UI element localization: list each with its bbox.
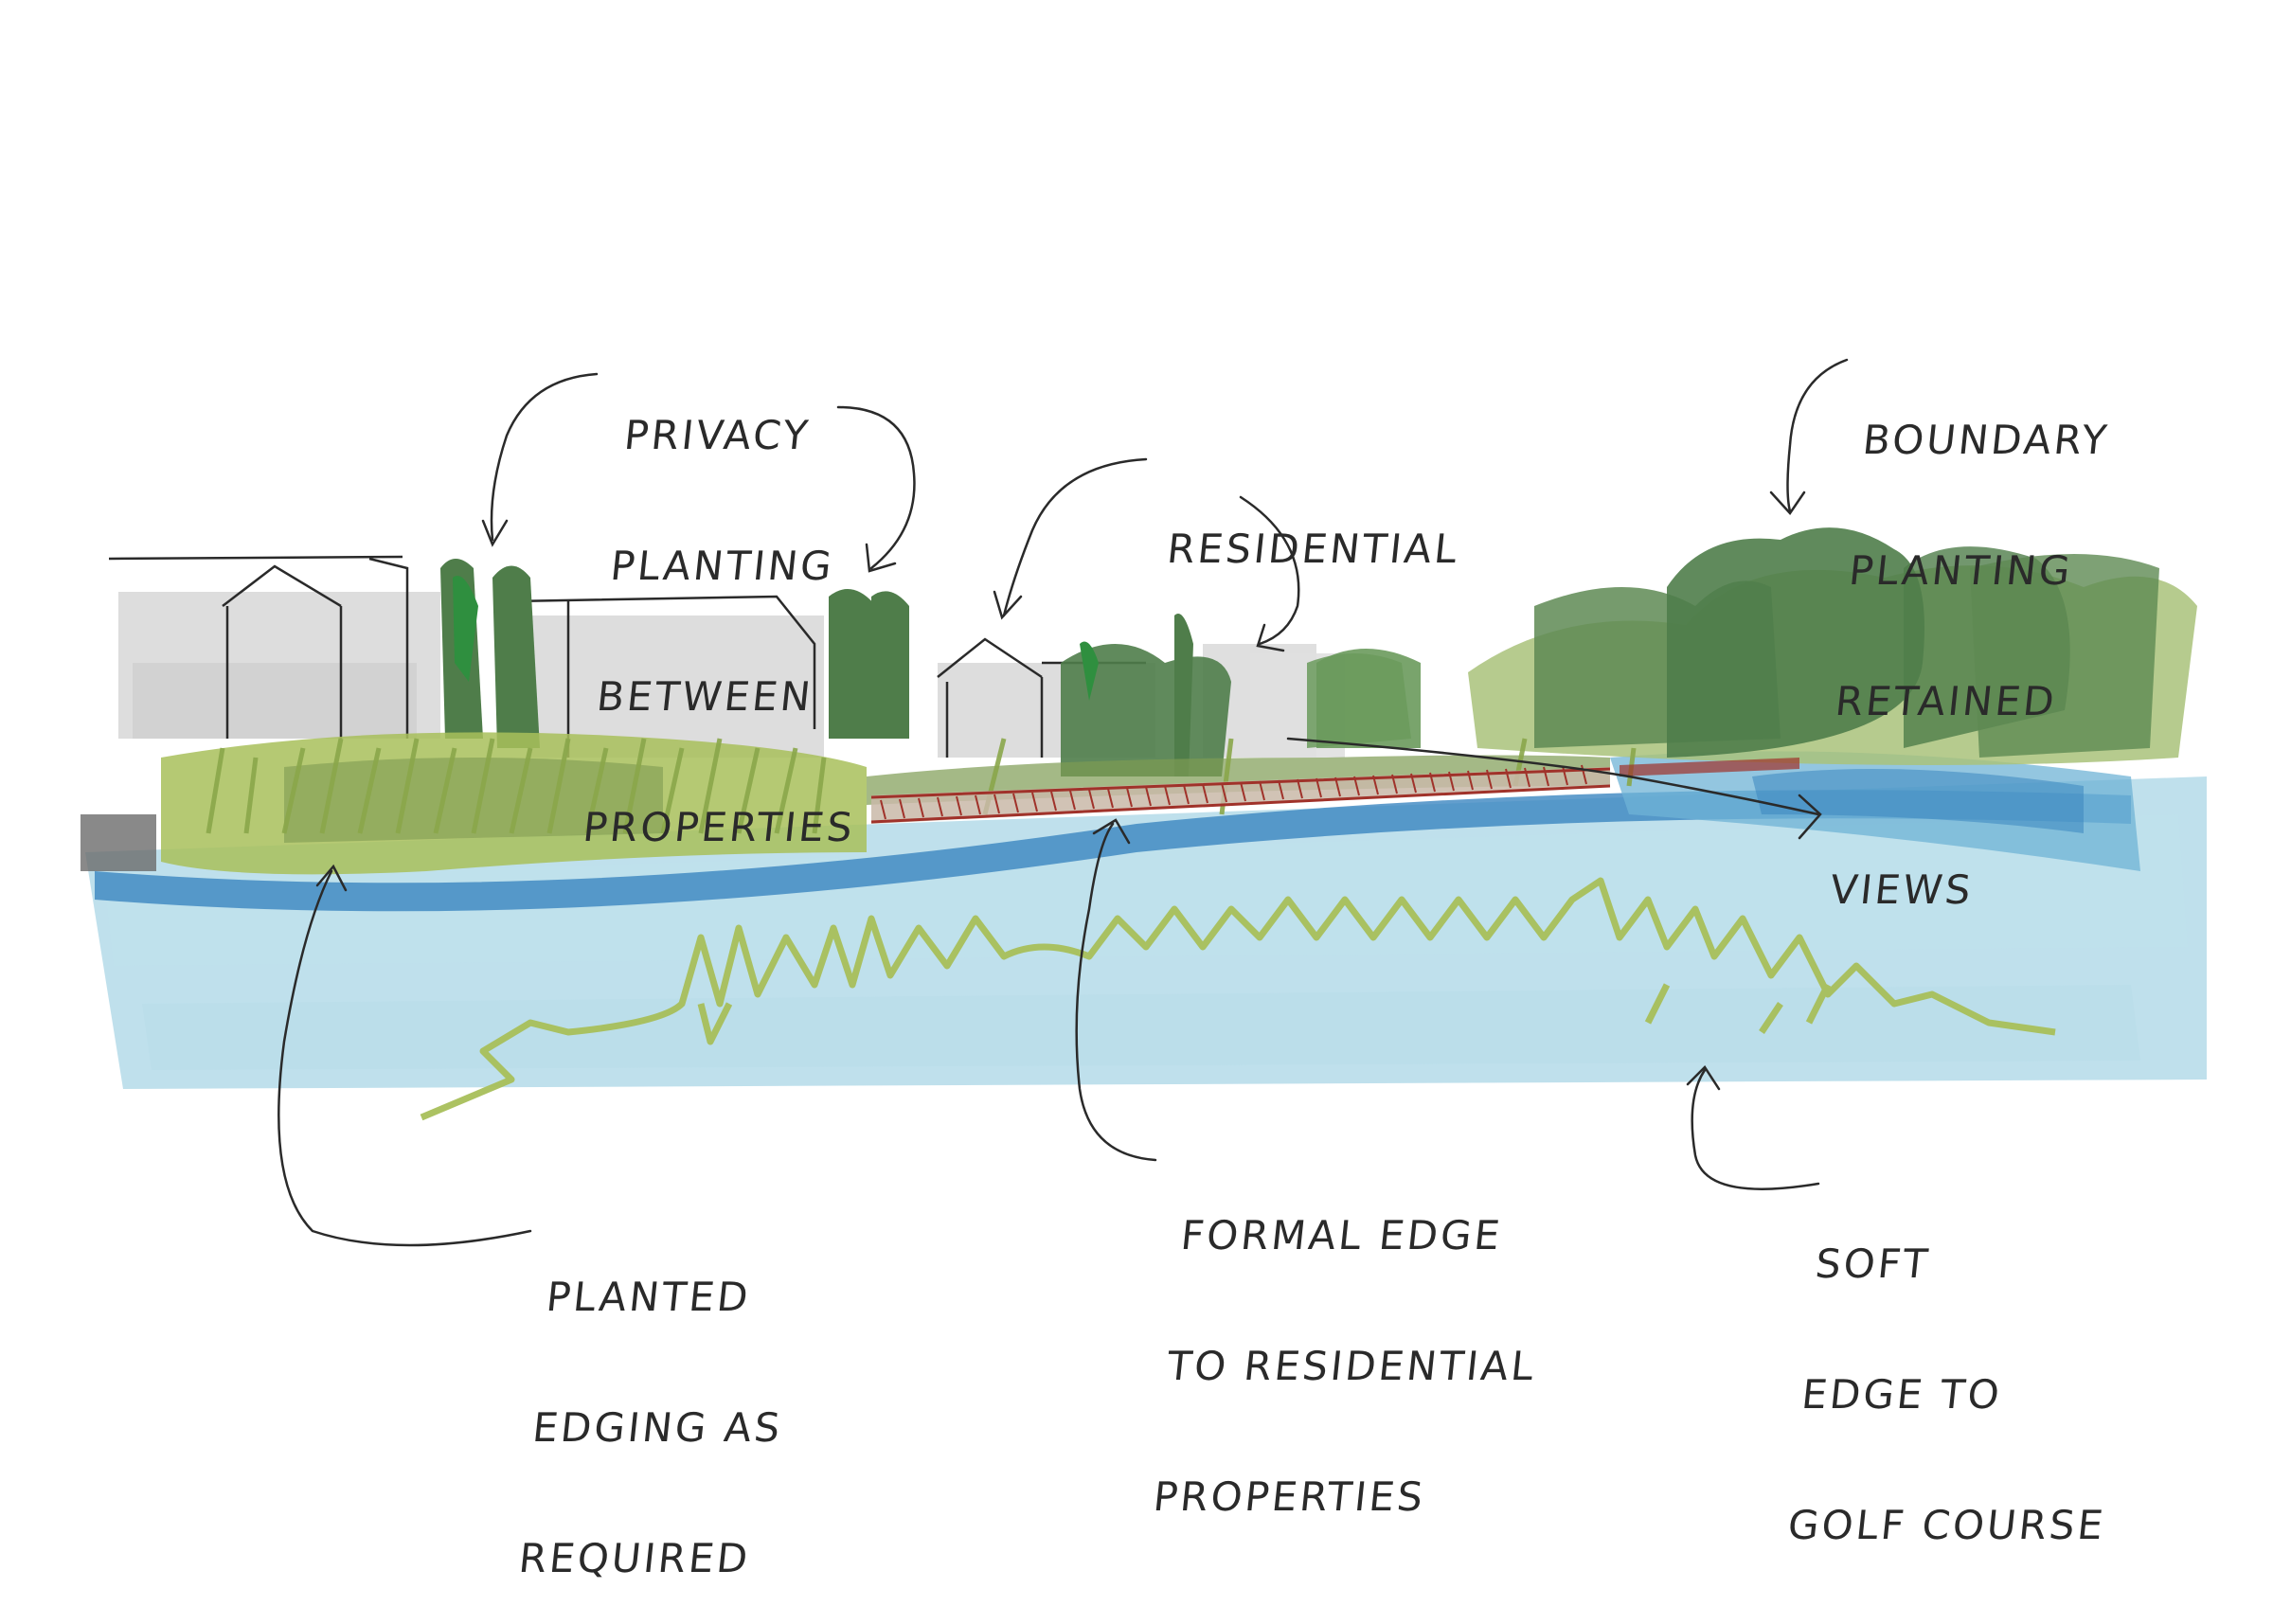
label-views: VIEWS [1828, 866, 1977, 913]
formal-edge-wall [870, 758, 1799, 824]
label-planted-edging: PLANTED EDGING AS REQUIRED [516, 1274, 785, 1581]
residential-buildings [81, 555, 1345, 871]
label-residential: RESIDENTIAL [1165, 526, 1462, 572]
privacy-trees [440, 559, 1421, 776]
label-formal-edge: FORMAL EDGE TO RESIDENTIAL PROPERTIES [1151, 1212, 1539, 1520]
soft-edge-grass [420, 877, 2056, 1121]
label-soft-edge: SOFT EDGE TO GOLF COURSE [1785, 1240, 2108, 1548]
annotation-arrows [277, 358, 1849, 1247]
boundary-trees [1307, 527, 2197, 765]
landscape-sketch [81, 358, 2207, 1247]
label-boundary-planting: BOUNDARY PLANTING RETAINED [1833, 417, 2112, 724]
